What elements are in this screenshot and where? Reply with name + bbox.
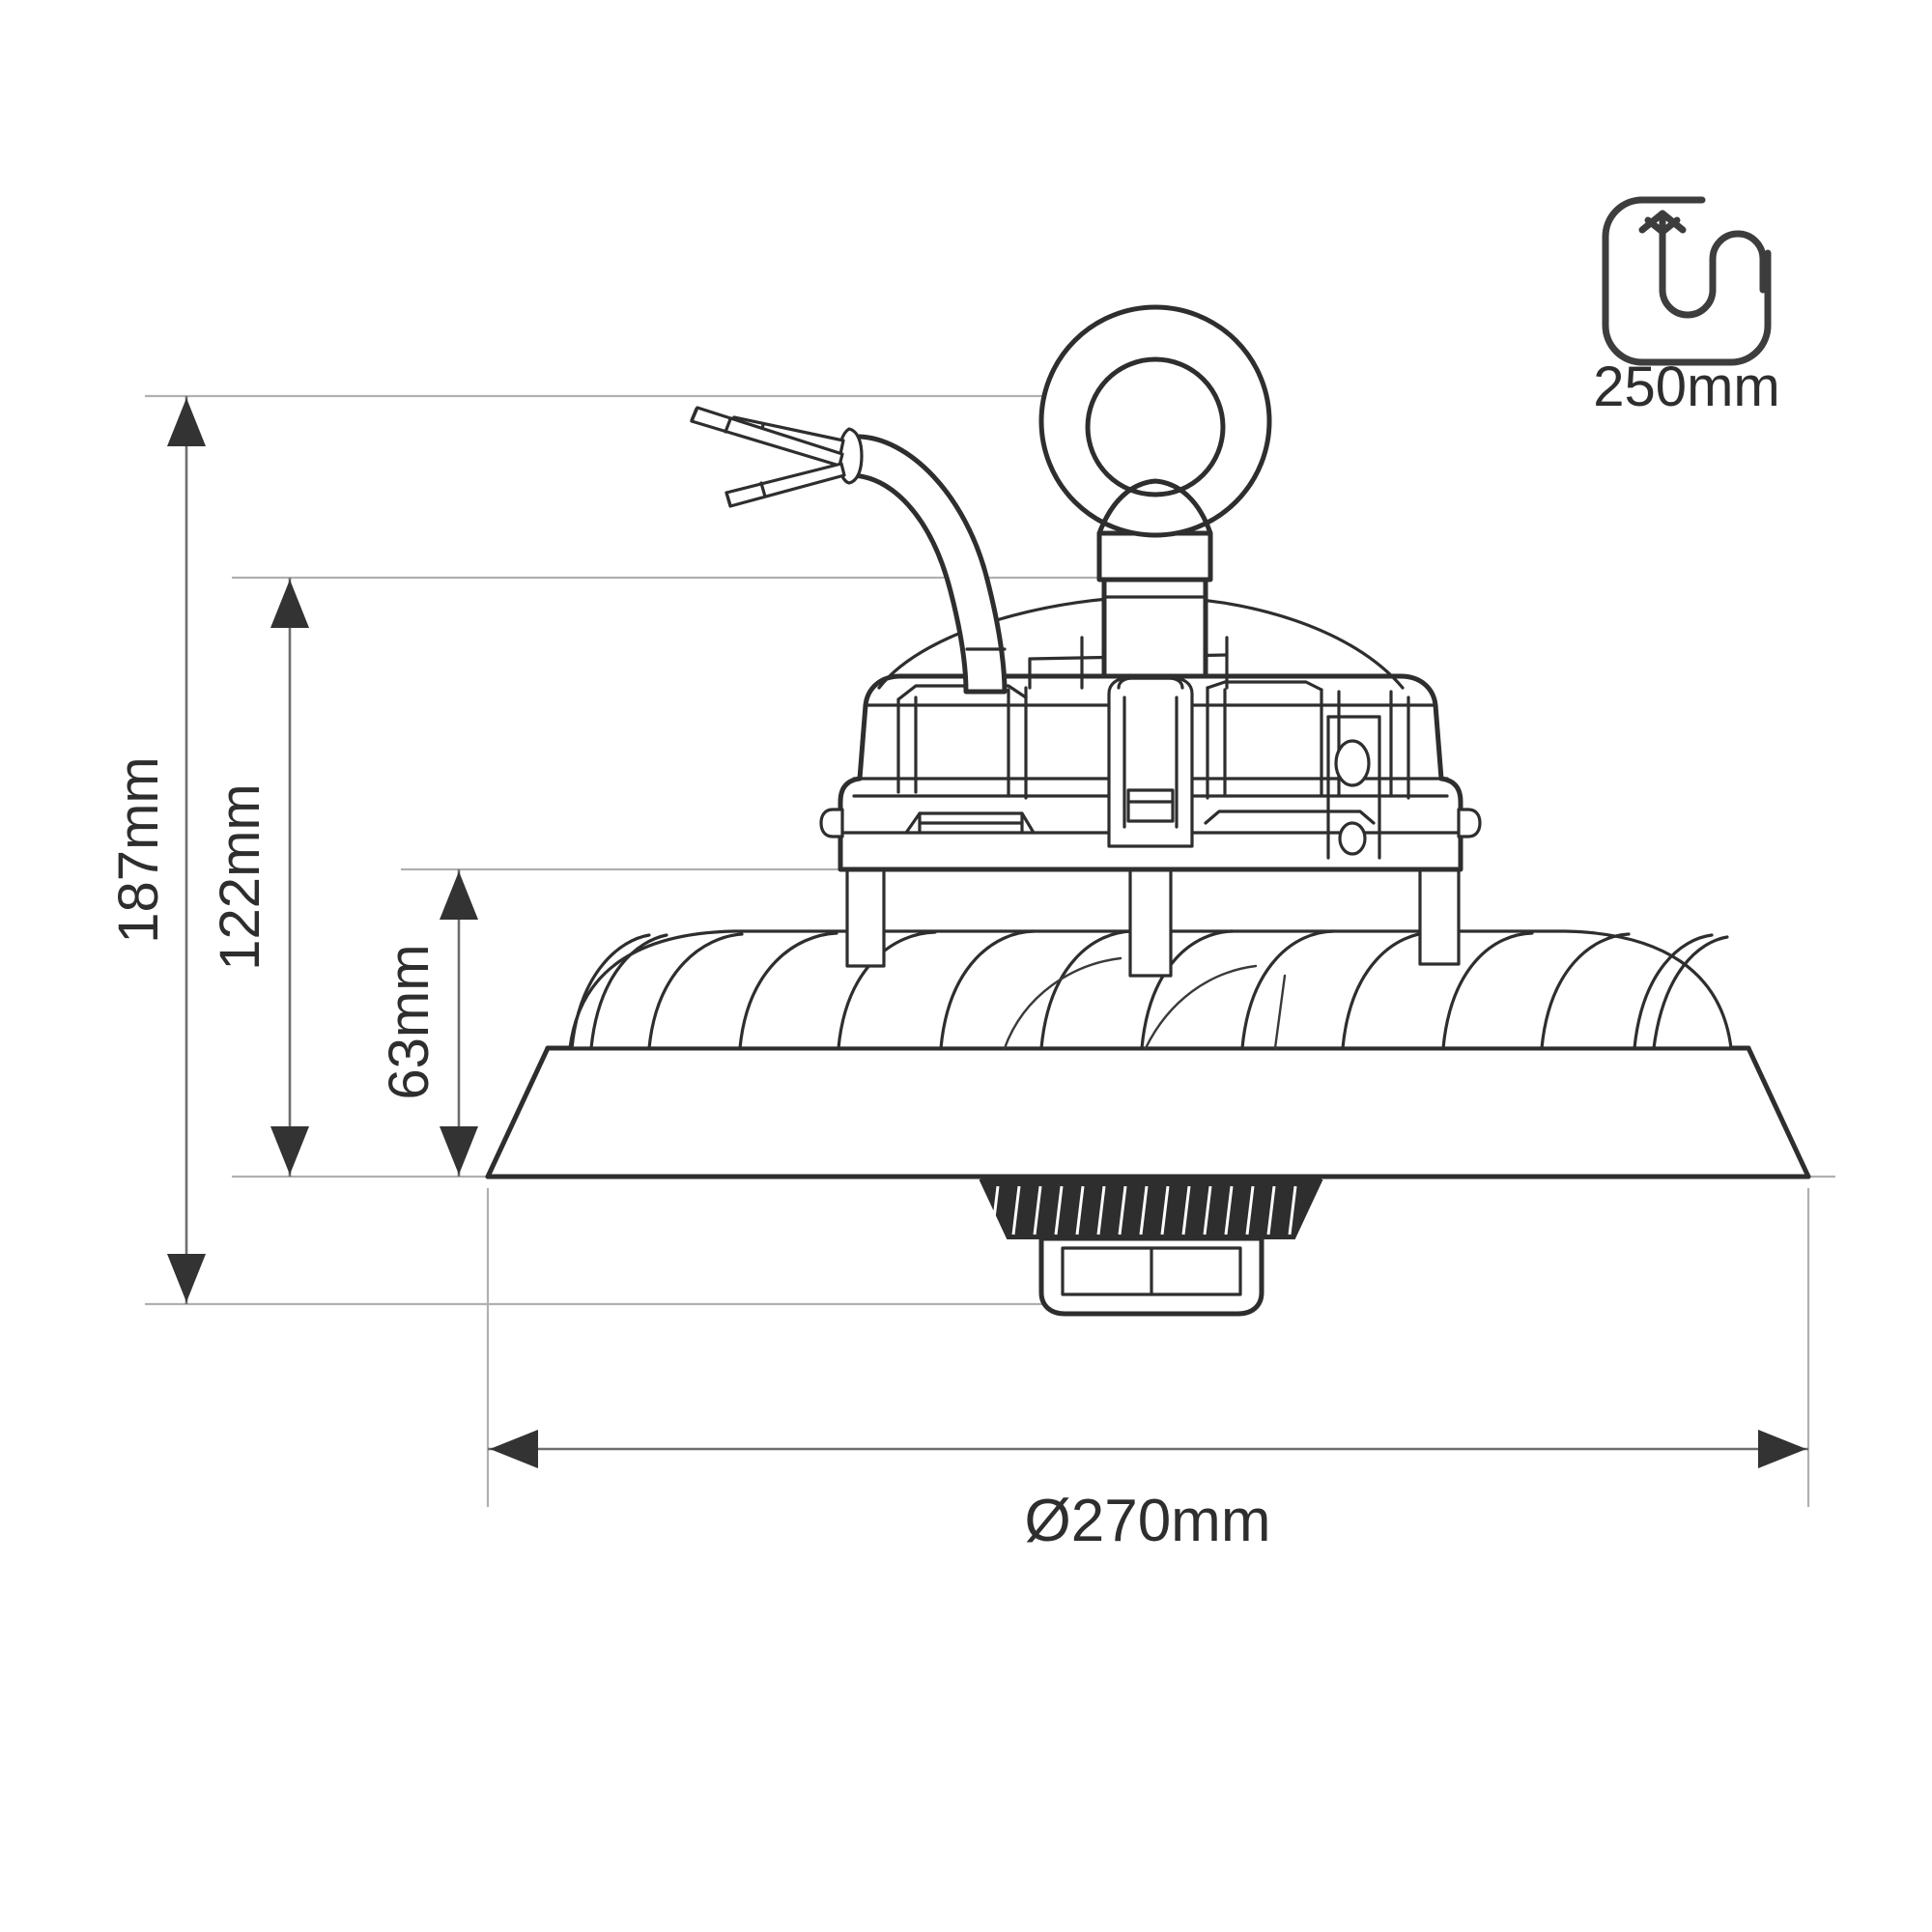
fin-2 xyxy=(647,932,744,1050)
housing-foot-right xyxy=(1457,808,1482,838)
rib-left-top-chamfer xyxy=(896,684,1028,701)
fin-1 xyxy=(570,933,651,1050)
reflector-body xyxy=(485,1045,1811,1179)
fin-8 xyxy=(1240,929,1335,1050)
dimension-diameter: Ø270mm xyxy=(488,1430,1808,1554)
fin-5 xyxy=(939,929,1036,1050)
cable-path-icon xyxy=(1659,216,1767,319)
fin-6 xyxy=(1039,929,1134,1050)
wire-3-strip xyxy=(759,481,767,498)
fin-7 xyxy=(1140,929,1235,1050)
exposed-wire-leads xyxy=(690,406,846,508)
eyelet-neck xyxy=(1101,577,1208,679)
dimension-overall-height: 187mm xyxy=(107,396,206,1304)
cable-length-badge: 250mm xyxy=(1593,196,1780,418)
power-cable xyxy=(690,406,1008,695)
dimension-heatsink-height: 63mm xyxy=(378,869,478,1177)
fin-inner-detail-1 xyxy=(1003,956,1122,1050)
fin-10 xyxy=(1441,931,1534,1050)
wire-2-tip xyxy=(690,407,698,422)
dim-label-diameter: Ø270mm xyxy=(1025,1488,1271,1554)
dim-arrow-63-bottom xyxy=(440,1126,478,1175)
fin-3 xyxy=(738,931,838,1050)
dim-arrow-187-top xyxy=(167,398,206,446)
housing-foot-left xyxy=(819,808,844,838)
dim-arrow-122-top xyxy=(270,580,309,628)
dim-label-overall-height: 187mm xyxy=(107,756,170,943)
wire-2-strip xyxy=(724,417,732,434)
badge-label: 250mm xyxy=(1593,355,1779,418)
support-column-center xyxy=(1128,867,1173,978)
dim-arrow-122-bottom xyxy=(270,1126,309,1175)
fin-11 xyxy=(1540,932,1631,1050)
dim-label-body-height: 122mm xyxy=(209,783,271,970)
dim-arrow-270-left xyxy=(490,1430,538,1468)
fin-inner-detail-3 xyxy=(1273,974,1287,1050)
cable-length-icon xyxy=(1602,196,1772,366)
mounting-eyelet xyxy=(1038,304,1272,679)
dim-arrow-270-right xyxy=(1758,1430,1806,1468)
center-latch-tab xyxy=(1126,788,1175,823)
reflector-rim xyxy=(485,1045,1811,1179)
eyelet-collar xyxy=(1096,530,1213,582)
driver-housing xyxy=(819,673,1482,872)
badge-frame-icon xyxy=(1602,196,1772,366)
rib-right-top-chamfer xyxy=(1206,680,1323,692)
dim-label-heatsink-height: 63mm xyxy=(378,944,440,1099)
fin-12 xyxy=(1633,933,1714,1050)
cable-arrow-barb-right-icon xyxy=(1659,216,1681,236)
sensor-knurl-lines xyxy=(990,1185,1297,1236)
support-columns xyxy=(845,867,1461,978)
fin-1b xyxy=(589,933,668,1050)
dimension-body-height: 122mm xyxy=(209,578,309,1177)
housing-hole-upper xyxy=(1334,739,1371,787)
cable-body xyxy=(847,434,1008,695)
eyelet-shoulder xyxy=(1096,478,1213,536)
fin-12b xyxy=(1652,935,1729,1050)
dim-arrow-187-bottom xyxy=(167,1254,206,1302)
bottom-sensor-connector xyxy=(979,1178,1323,1317)
rib-left-bottom-chamfer xyxy=(904,811,1036,835)
support-column-left xyxy=(845,867,886,968)
fin-inner-detail-2 xyxy=(1144,964,1258,1050)
support-column-right xyxy=(1418,867,1461,966)
rib-right-bottom-chamfer xyxy=(1204,810,1376,825)
housing-hole-lower xyxy=(1338,821,1367,856)
wire-3-tip xyxy=(724,491,732,507)
sensor-window-frame xyxy=(1061,1246,1242,1296)
eyelet-inner-hole xyxy=(1085,356,1226,497)
dim-arrow-63-top xyxy=(440,871,478,920)
